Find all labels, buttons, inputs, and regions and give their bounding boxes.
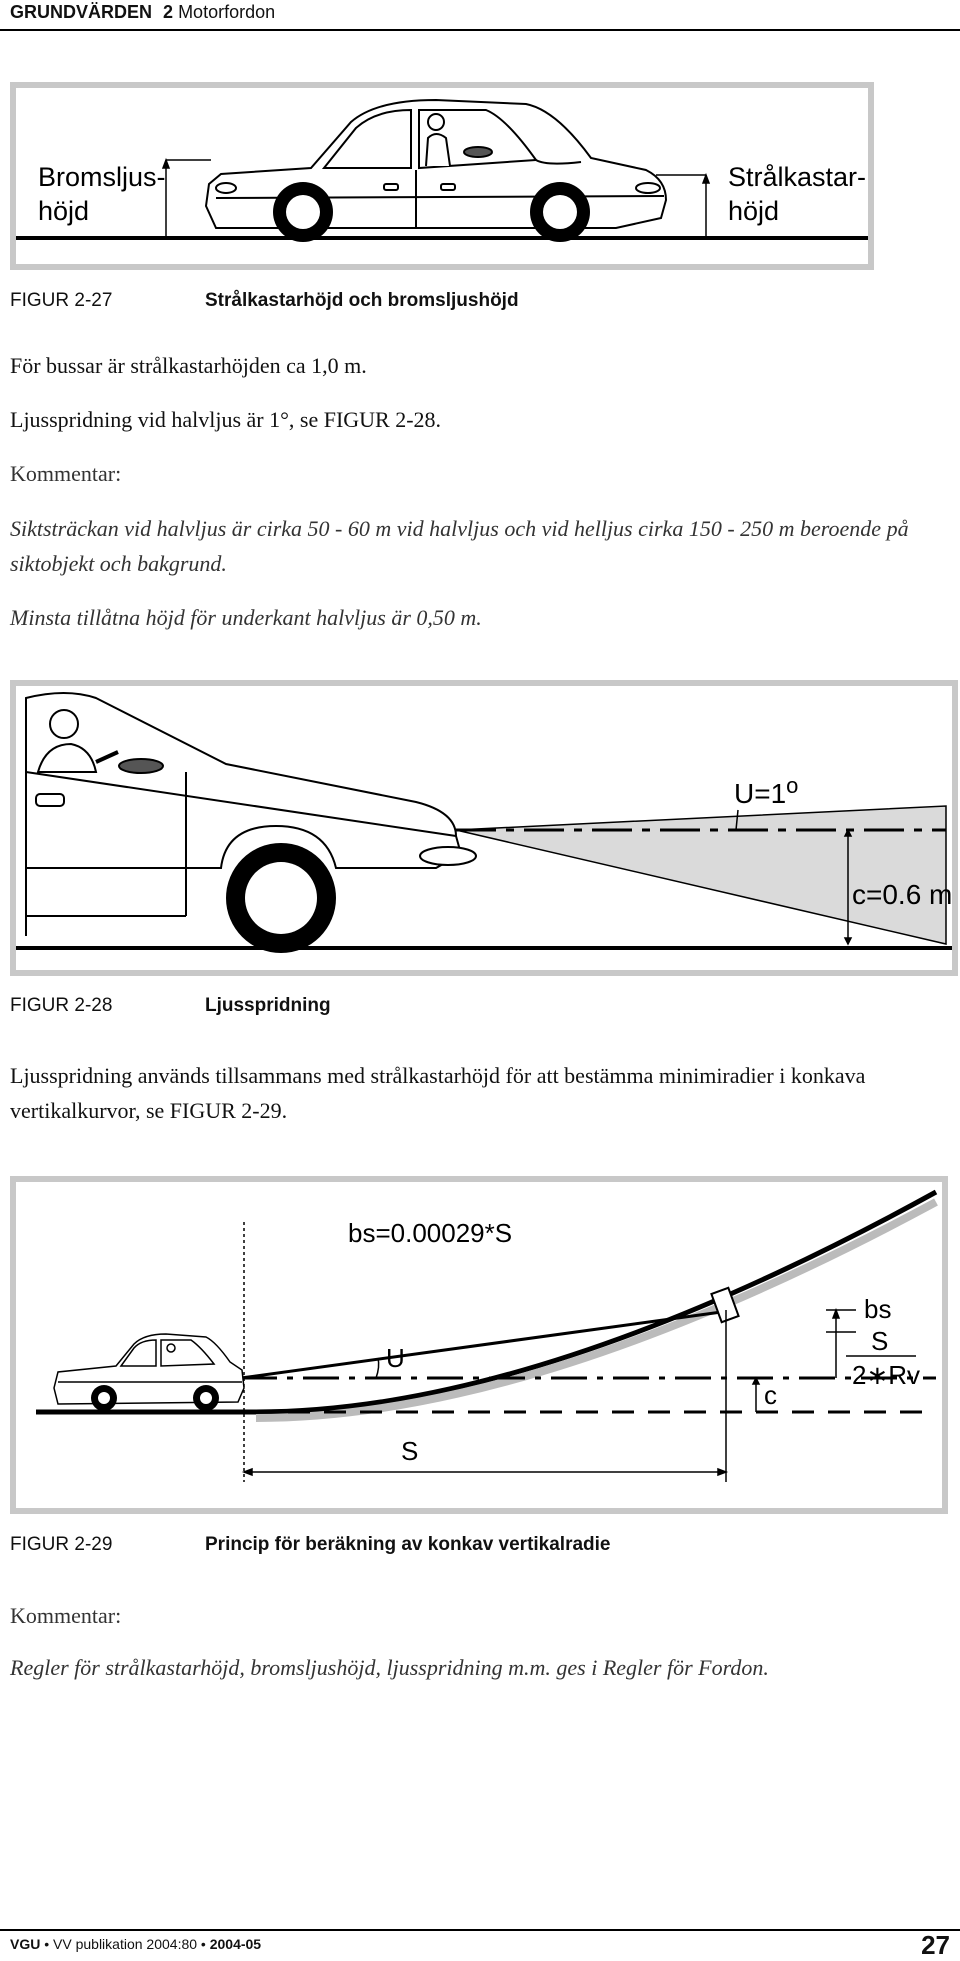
brake-light-label-line1: Bromsljus- [38,162,166,192]
formula-label: bs=0.00029*S [348,1218,512,1248]
road-shading [255,1198,938,1422]
header-chapter-number: 2 [163,2,174,22]
figure-2-29-title: Princip för beräkning av konkav vertikal… [205,1534,611,1555]
paragraph-light-spread-usage: Ljusspridning används tillsammans med st… [10,1063,866,1123]
page-number: 27 [921,1930,950,1960]
figure-2-29: bs=0.00029*S U S c bs S 2∗Rv [10,1176,948,1514]
figure-2-28: U=1o c=0.6 m [10,680,958,976]
angle-arc [375,1357,380,1379]
angle-arc [735,809,739,831]
figure-2-27: Bromsljus- höjd Strålkastar- höjd [10,82,874,270]
angle-label: U=1o [734,773,798,809]
headlight-label-line1: Strålkastar- [728,162,866,192]
figure-2-28-title: Ljusspridning [205,995,331,1016]
bs-label: bs [864,1294,891,1324]
light-cone [455,805,947,945]
c-label: c=0.6 m [852,879,952,910]
footer-org: VGU [10,1936,41,1952]
c-dimension-marker [843,828,853,946]
figure-2-27-drawing: Bromsljus- höjd Strålkastar- höjd [16,98,868,242]
comment-min-height: Minsta tillåtna höjd för underkant halvl… [10,605,482,630]
running-header: GRUNDVÄRDEN 2 Motorfordon [10,2,275,23]
header-section: GRUNDVÄRDEN [10,2,153,22]
wheel [91,1385,117,1411]
light-beam-line [240,1308,737,1380]
footer-date: 2004-05 [209,1936,262,1952]
wheel [226,843,336,953]
car-front-drawing [25,692,477,936]
wheel [273,182,333,242]
fraction-s-label: S [871,1326,888,1356]
figure-2-29-number: FIGUR 2-29 [10,1534,113,1555]
header-rule [0,29,960,31]
wheel [193,1385,219,1411]
figure-2-28-drawing: U=1o c=0.6 m [16,692,952,953]
footer-publication-id: • VV publikation 2004:80 • [44,1936,206,1952]
road-surface [36,1189,938,1415]
headlight-label-line2: höjd [728,196,779,226]
comment-label: Kommentar: [10,461,122,486]
headlight-height-marker [656,172,711,238]
paragraph-buses-headlight: För bussar är strålkastarhöjden ca 1,0 m… [10,353,367,378]
paragraph-light-spread: Ljusspridning vid halvljus är 1°, se FIG… [10,407,442,432]
figure-2-27-number: FIGUR 2-27 [10,290,113,311]
figure-2-28-number: FIGUR 2-28 [10,995,113,1016]
brake-light-height-marker [161,157,211,238]
c-label: c [764,1380,777,1410]
s-dimension-marker [241,1467,729,1477]
header-chapter-title: Motorfordon [178,2,276,22]
footer-publication: VGU • VV publikation 2004:80 • 2004-05 [10,1936,261,1952]
comment-label: Kommentar: [10,1603,122,1628]
wheel [530,182,590,242]
c-dimension-marker [751,1376,761,1412]
figure-2-29-drawing: bs=0.00029*S U S c bs S 2∗Rv [36,1189,938,1482]
brake-light-label-line2: höjd [38,196,89,226]
sight-object [710,1286,740,1324]
comment-rules-reference: Regler för strålkastarhöjd, bromsljushöj… [10,1655,769,1680]
figure-2-27-title: Strålkastarhöjd och bromsljushöjd [205,290,519,311]
comment-sight-distance: Siktsträckan vid halvljus är cirka 50 - … [10,516,909,576]
distance-s-label: S [401,1436,418,1466]
angle-u-label: U [386,1343,405,1373]
footer-rule [0,1929,960,1931]
fraction-denominator-label: 2∗Rv [852,1360,920,1390]
bs-dimension-marker [826,1307,856,1378]
